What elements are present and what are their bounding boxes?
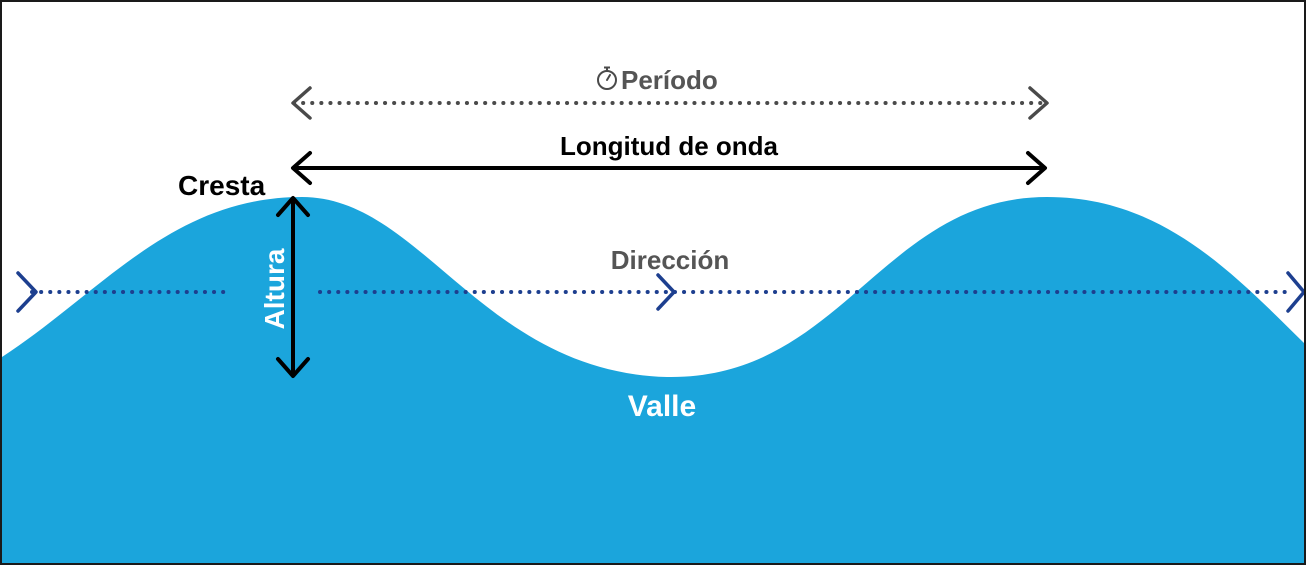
direction-arrow [16, 271, 1304, 313]
direction-chevron-mid-icon [656, 273, 676, 311]
direction-chevron-left-icon [16, 271, 38, 313]
wavelength-arrowhead-left-icon [291, 151, 312, 185]
direction-label: Dirección [611, 245, 730, 275]
height-arrow [276, 196, 310, 378]
water-wave [2, 197, 1304, 563]
direction-chevron-right-icon [1286, 271, 1304, 313]
wavelength-arrow [291, 151, 1047, 185]
height-arrowhead-top-icon [276, 196, 310, 217]
period-arrow [291, 86, 1049, 120]
period-arrowhead-right-icon [1028, 86, 1049, 120]
crest-label: Cresta [178, 170, 266, 201]
wavelength-arrowhead-right-icon [1026, 151, 1047, 185]
stopwatch-icon [597, 66, 617, 90]
trough-label: Valle [628, 390, 696, 423]
wavelength-label: Longitud de onda [560, 131, 779, 161]
height-arrowhead-bottom-icon [276, 357, 310, 378]
period-arrowhead-left-icon [291, 86, 312, 120]
height-label: Altura [259, 248, 290, 329]
period-label: Período [621, 65, 718, 95]
